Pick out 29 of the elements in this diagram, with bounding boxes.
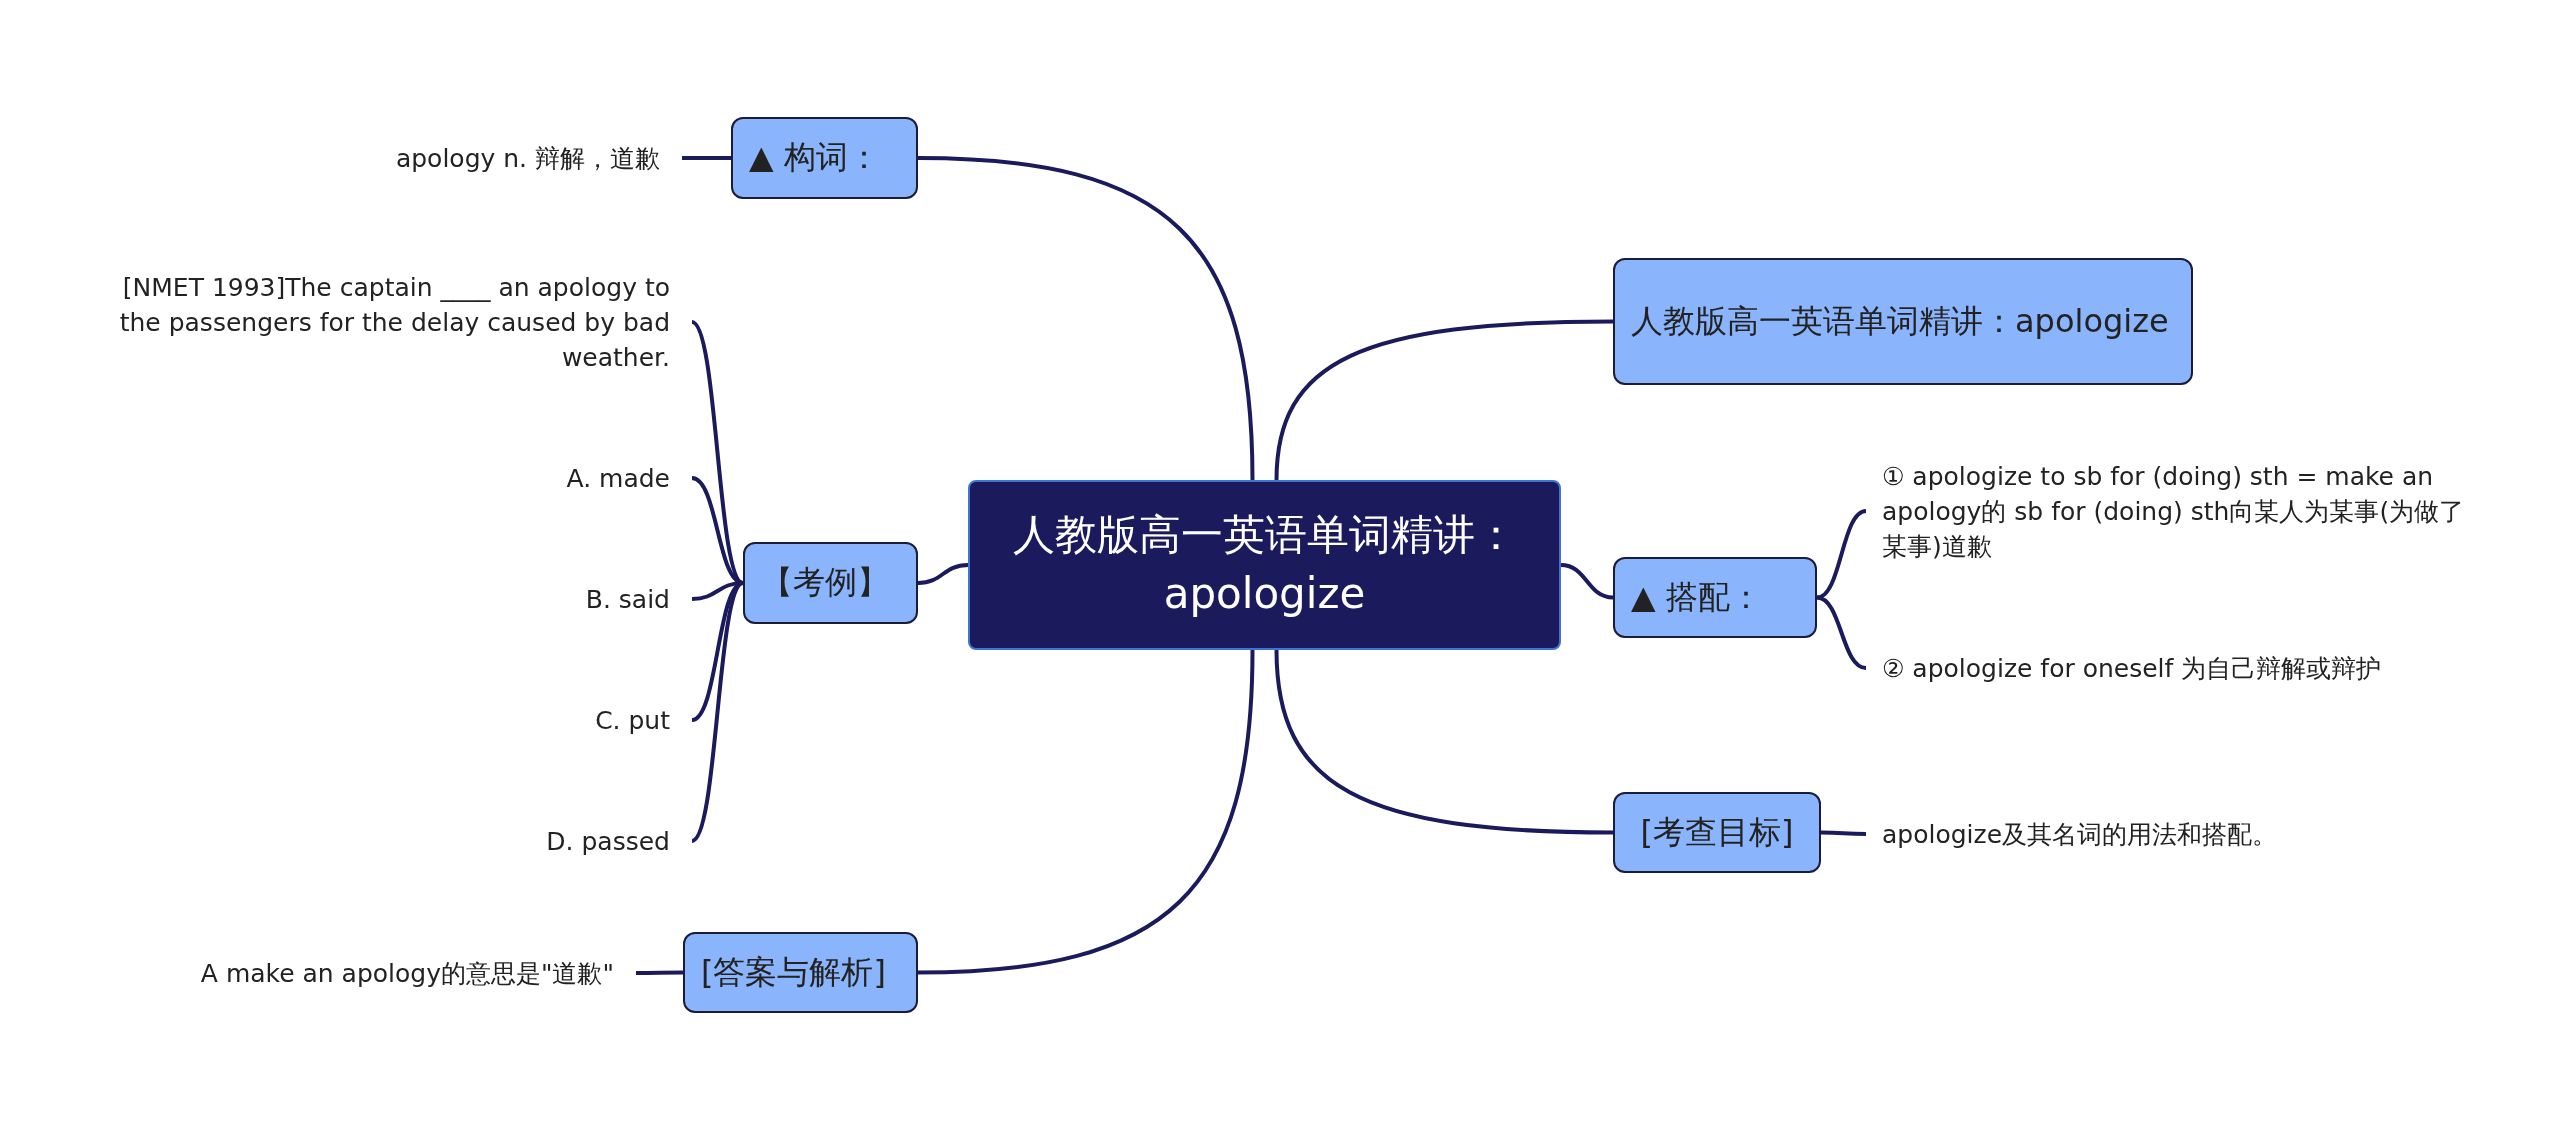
subtopic-text: C. put (480, 697, 692, 743)
topic-box: 人教版高一英语单词精讲：apologize (1613, 258, 2193, 385)
subtopic-text: D. passed (480, 818, 692, 864)
central-topic-box: 人教版高一英语单词精讲：apologize (968, 480, 1561, 650)
subtopic-text: A make an apology的意思是"道歉" (120, 950, 636, 996)
subtopic-text: ② apologize for oneself 为自己辩解或辩护 (1866, 645, 2496, 691)
topic-box: [答案与解析] (683, 932, 918, 1013)
topic-box: [考查目标] (1613, 792, 1821, 873)
connector-line (682, 156, 731, 160)
topic-box: 【考例】 (743, 542, 918, 624)
connector-line (1816, 595, 1867, 670)
connector-line (1821, 830, 1866, 836)
subtopic-text: A. made (480, 455, 692, 501)
topic-box: ▲ 搭配： (1613, 557, 1817, 638)
connector-line (691, 476, 744, 585)
subtopic-text: [NMET 1993]The captain ____ an apology to the passengers for the delay caused by bad weather. (95, 262, 692, 382)
connector-line (1816, 509, 1867, 600)
subtopic-text: B. said (480, 576, 692, 622)
connector-line (636, 970, 683, 975)
connector-line (917, 649, 1255, 975)
connector-line (1274, 319, 1614, 481)
connector-line (1560, 563, 1614, 600)
subtopic-text: apology n. 辩解，道歉 (330, 128, 682, 188)
subtopic-text: ① apologize to sb for (doing) sth = make an apology的 sb for (doing) sth向某人为某事(为做了某事)道歉 (1866, 450, 2476, 572)
topic-box: ▲ 构词： (731, 117, 918, 199)
connector-line (1274, 649, 1614, 835)
subtopic-text: apologize及其名词的用法和搭配。 (1866, 811, 2386, 857)
connector-line (917, 156, 1255, 481)
connector-line (917, 563, 969, 585)
